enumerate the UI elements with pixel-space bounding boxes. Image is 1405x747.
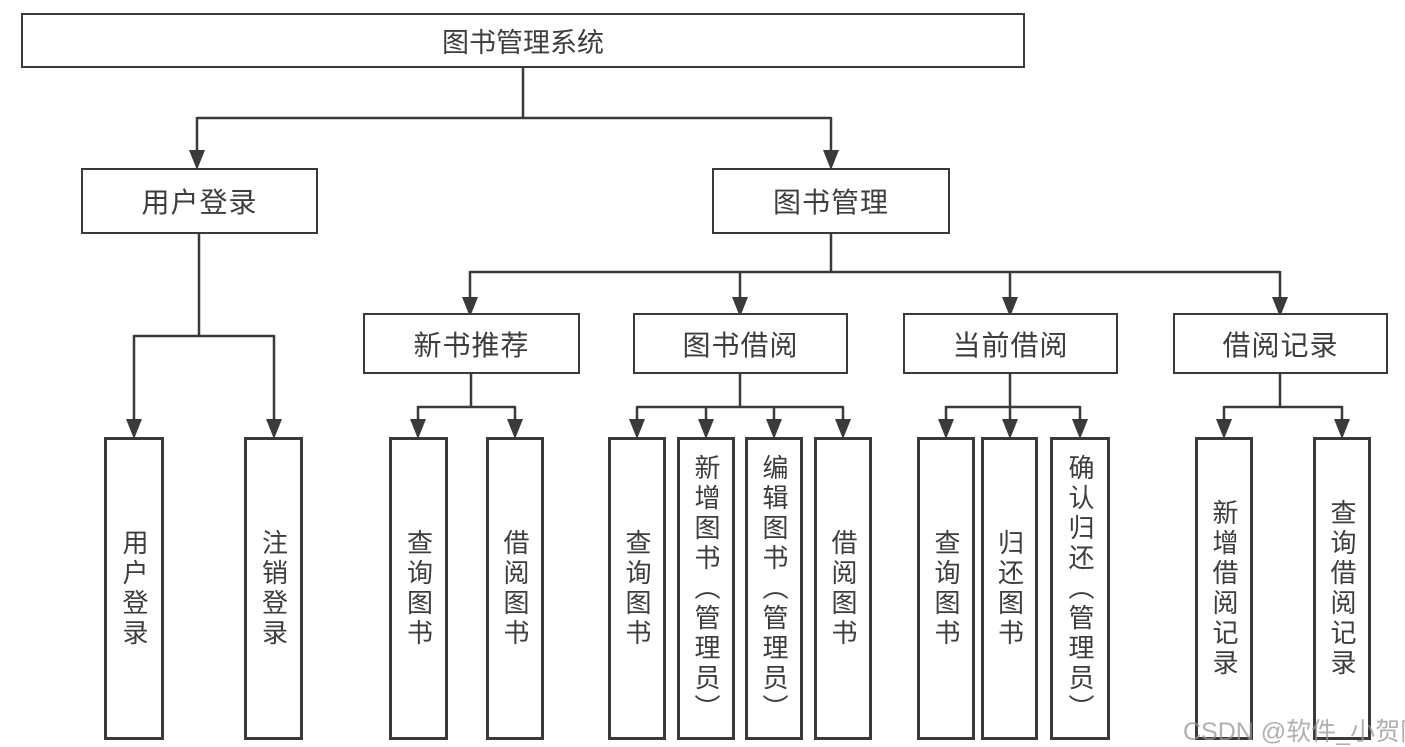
node-user-login: 用户登录 [81,168,318,234]
leaf-logout-label: 注销登录 [258,528,289,649]
leaf-nbr-borrow-books: 借阅图书 [486,437,544,740]
node-current-borrow-label: 当前借阅 [952,329,1069,361]
connector-paths [132,67,1344,423]
connector-bookmgmt-to-level3 [468,233,1282,300]
arrowhead-icon [732,297,748,317]
arrowhead-icon [266,419,282,439]
connector-currentborrow-to-leaves [944,373,1082,423]
arrowhead-icons [126,150,1350,439]
arrowhead-icon [189,150,205,170]
connector-borrowrecords-to-leaves [1222,373,1344,423]
arrowhead-icon [1002,419,1018,439]
arrowhead-icon [507,419,523,439]
arrowhead-icon [1216,419,1232,439]
leaf-br-query-record: 查询借阅记录 [1313,437,1371,740]
leaf-bb-borrow-books-label: 借阅图书 [828,528,858,649]
leaf-user-login: 用户登录 [104,437,164,740]
leaf-br-add-record: 新增借阅记录 [1195,437,1253,740]
node-new-book-recommend: 新书推荐 [363,313,580,374]
connector-userlogin-to-leaves [132,232,276,423]
arrowhead-icon [1002,297,1018,317]
arrowhead-icon [1272,297,1288,317]
node-book-management-label: 图书管理 [772,187,889,218]
leaf-nbr-query-books: 查询图书 [389,437,448,740]
connector-newbookrec-to-leaves [416,373,517,423]
connector-bookborrow-to-leaves [635,373,845,423]
connector-root-to-level2 [195,67,833,153]
leaf-user-login-label: 用户登录 [119,528,149,649]
leaf-bb-add-books-admin-label: 新增图书（管理员） [691,453,721,724]
node-root-label: 图书管理系统 [442,28,604,58]
arrowhead-icon [126,419,142,439]
node-user-login-label: 用户登录 [141,187,258,218]
arrowhead-icon [823,150,839,170]
arrowhead-icon [629,419,645,439]
arrowhead-icon [698,419,714,439]
leaf-cb-return-books: 归还图书 [981,437,1038,740]
node-current-borrow: 当前借阅 [903,313,1118,374]
arrowhead-icon [410,419,426,439]
node-book-management: 图书管理 [712,168,950,234]
leaf-logout: 注销登录 [244,437,303,740]
arrowhead-icon [938,419,954,439]
leaf-br-query-record-label: 查询借阅记录 [1327,498,1357,679]
node-book-borrow-label: 图书借阅 [682,329,799,361]
leaf-cb-confirm-return-admin-label: 确认归还（管理员） [1065,453,1095,724]
node-borrow-records: 借阅记录 [1173,313,1388,374]
leaf-cb-return-books-label: 归还图书 [994,528,1025,649]
arrowhead-icon [462,297,478,317]
arrowhead-icon [835,419,851,439]
arrowhead-icon [1334,419,1350,439]
leaf-bb-query-books-label: 查询图书 [622,528,652,649]
node-borrow-records-label: 借阅记录 [1222,329,1339,361]
leaf-bb-edit-books-admin-label: 编辑图书（管理员） [759,453,789,724]
arrowhead-icon [1072,419,1088,439]
leaf-br-add-record-label: 新增借阅记录 [1209,498,1239,679]
leaf-cb-confirm-return-admin: 确认归还（管理员） [1050,437,1110,740]
node-new-book-recommend-label: 新书推荐 [413,329,530,361]
leaf-bb-add-books-admin: 新增图书（管理员） [677,437,735,740]
leaf-bb-query-books: 查询图书 [608,437,666,740]
leaf-nbr-query-books-label: 查询图书 [403,528,434,649]
leaf-cb-query-books: 查询图书 [917,437,975,740]
arrowhead-icon [766,419,782,439]
watermark: CSDN @软件_小贺同学 [1183,718,1405,746]
leaf-bb-edit-books-admin: 编辑图书（管理员） [745,437,803,740]
leaf-nbr-borrow-books-label: 借阅图书 [500,528,530,649]
leaf-cb-query-books-label: 查询图书 [931,528,961,649]
node-book-borrow: 图书借阅 [633,313,848,374]
node-root: 图书管理系统 [21,13,1025,68]
leaf-bb-borrow-books: 借阅图书 [814,437,872,740]
